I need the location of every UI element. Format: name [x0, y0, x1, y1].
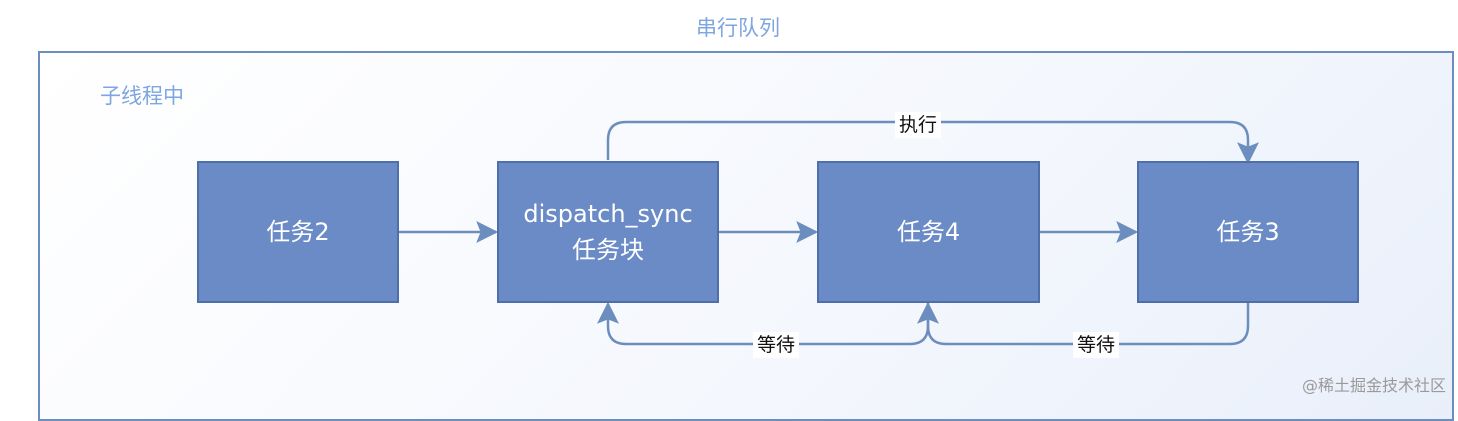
diagram-title: 串行队列 [696, 16, 780, 40]
node-task2: 任务2 [197, 161, 399, 303]
container-label: 子线程中 [100, 84, 184, 108]
node-task4: 任务4 [817, 161, 1040, 303]
node-task4-label: 任务4 [896, 218, 961, 246]
node-dispatch-sync: dispatch_sync 任务块 [497, 161, 719, 303]
edge-label-wait-2: 等待 [1072, 332, 1120, 358]
edge-label-wait-1: 等待 [752, 332, 800, 358]
edge-label-execute: 执行 [894, 112, 942, 138]
node-task2-label: 任务2 [266, 218, 330, 246]
node-task3-label: 任务3 [1216, 218, 1280, 246]
node-dispatch-sync-line1: dispatch_sync [523, 200, 693, 228]
watermark: @稀土掘金技术社区 [1301, 376, 1446, 395]
node-task3: 任务3 [1137, 161, 1359, 303]
node-dispatch-sync-line2: 任务块 [572, 236, 644, 264]
